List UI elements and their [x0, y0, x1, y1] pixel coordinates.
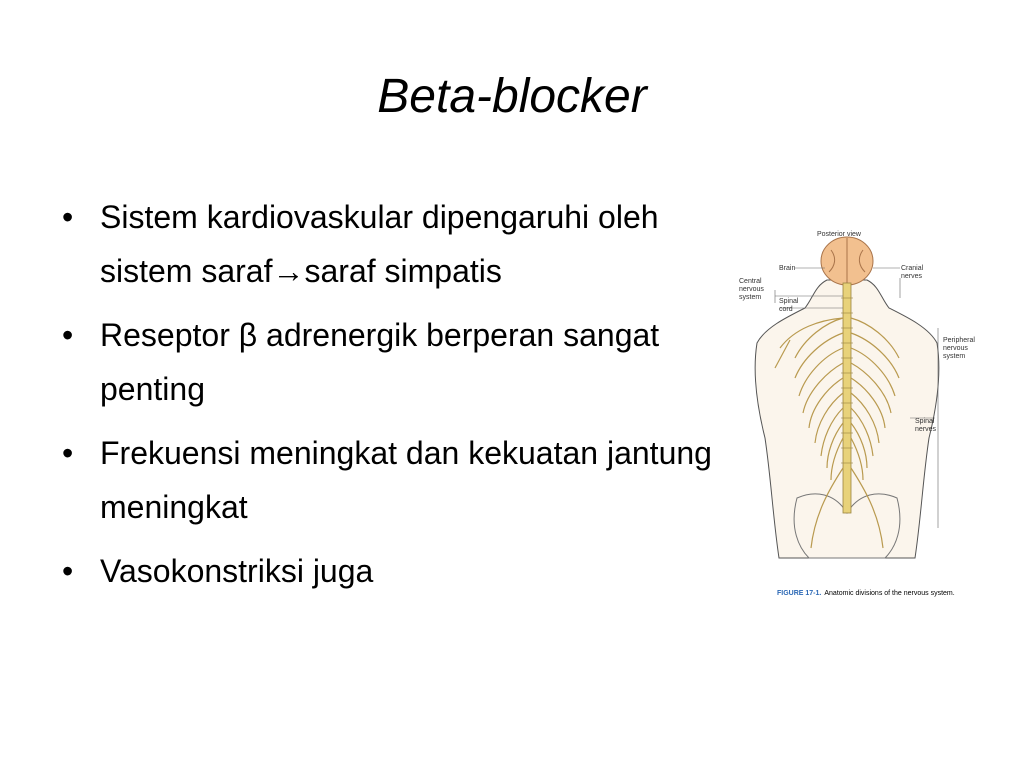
- bullet-dot: •: [62, 553, 74, 589]
- bullet-list: • Sistem kardiovaskular dipengaruhi oleh…: [62, 190, 712, 608]
- figure-caption-text: Anatomic divisions of the nervous system…: [824, 590, 955, 597]
- figure-caption-label: FIGURE 17-1.: [777, 590, 822, 597]
- nervous-system-figure: Posterior view Brain Central nervous sys…: [735, 228, 975, 603]
- bullet-text: saraf simpatis: [304, 253, 502, 289]
- label-brain: Brain: [779, 265, 796, 272]
- label-cns: Central nervous system: [739, 278, 764, 301]
- leader-lines: [774, 267, 939, 528]
- label-pns: Peripheral nervous system: [943, 337, 975, 360]
- bullet-item: • Sistem kardiovaskular dipengaruhi oleh…: [62, 190, 712, 298]
- bullet-item: • Reseptor β adrenergik berperan sangat …: [62, 308, 712, 416]
- spinal-nerves: [774, 317, 900, 549]
- label-spinal-cord: Spinal cord: [779, 298, 799, 313]
- nervous-system-illustration: [754, 236, 940, 559]
- label-spinal-nerves: Spinal nerves: [915, 418, 937, 433]
- label-cranial-nerves: Cranial nerves: [901, 265, 924, 280]
- bullet-item: • Frekuensi meningkat dan kekuatan jantu…: [62, 426, 712, 534]
- bullet-item: • Vasokonstriksi juga: [62, 544, 712, 598]
- bullet-dot: •: [62, 435, 74, 471]
- bullet-dot: •: [62, 199, 74, 235]
- arrow-icon: →: [272, 253, 305, 289]
- label-posterior-view: Posterior view: [817, 231, 861, 238]
- slide-title: Beta-blocker: [377, 70, 647, 123]
- bullet-text: Vasokonstriksi juga: [100, 553, 374, 589]
- bullet-text: Reseptor β adrenergik berperan sangat pe…: [100, 317, 660, 407]
- bullet-text: Sistem kardiovaskular dipengaruhi oleh s…: [100, 199, 659, 289]
- bullet-text: Frekuensi meningkat dan kekuatan jantung…: [100, 435, 712, 525]
- vertebrae: [841, 297, 853, 464]
- figure-caption: FIGURE 17-1.Anatomic divisions of the ne…: [777, 590, 955, 597]
- bullet-dot: •: [62, 317, 74, 353]
